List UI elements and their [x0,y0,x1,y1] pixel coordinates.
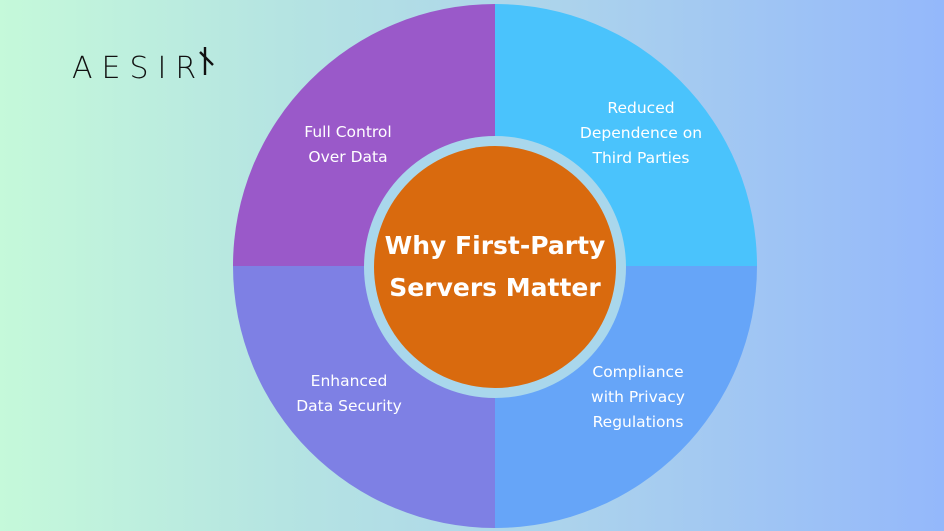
label-enhanced-security: Enhanced Data Security [296,372,402,415]
label-full-control: Full Control Over Data [304,123,392,166]
label-reduced-dependence: Reduced Dependence on Third Parties [579,99,703,167]
aesir-x-mark-icon [199,46,215,80]
label-compliance: Compliance with Privacy Regulations [591,363,685,431]
logo-text: AESIR [72,50,206,86]
aesir-logo: AESIR [72,47,215,86]
center-title: Why First-Party Servers Matter [384,231,606,302]
center-circle: Why First-Party Servers Matter [374,146,616,388]
